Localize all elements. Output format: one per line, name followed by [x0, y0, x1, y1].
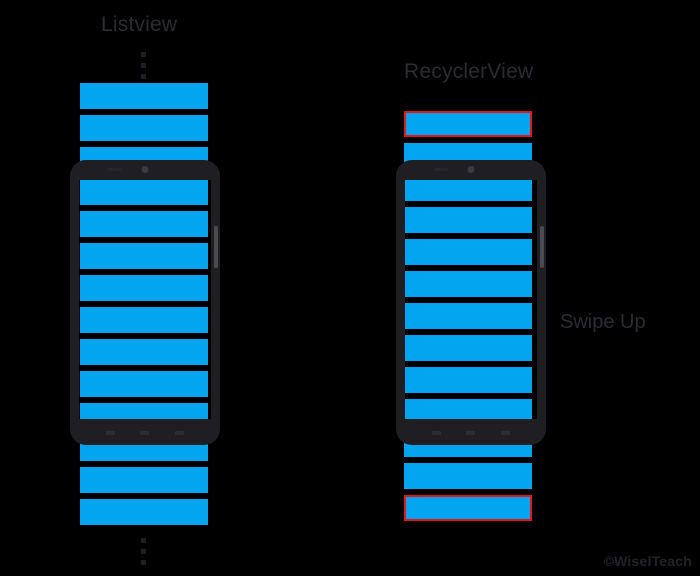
recyclerview-item[interactable]	[404, 335, 532, 361]
listview-title: Listview	[101, 13, 178, 36]
listview-item[interactable]	[80, 115, 208, 141]
recyclerview-item[interactable]	[404, 367, 532, 393]
listview-item[interactable]	[80, 339, 208, 365]
power-button-icon[interactable]	[214, 226, 218, 268]
recyclerview-item[interactable]	[404, 303, 532, 329]
listview-item[interactable]	[80, 275, 208, 301]
listview-item[interactable]	[80, 83, 208, 109]
listview-item[interactable]	[80, 307, 208, 333]
listview-item-column	[80, 83, 208, 531]
listview-item[interactable]	[80, 371, 208, 397]
recyclerview-item[interactable]	[404, 111, 532, 137]
listview-item[interactable]	[80, 147, 208, 173]
power-button-icon[interactable]	[540, 226, 544, 268]
listview-item[interactable]	[80, 403, 208, 429]
listview-item[interactable]	[80, 499, 208, 525]
recyclerview-item[interactable]	[404, 463, 532, 489]
recyclerview-item-column	[404, 111, 532, 527]
recyclerview-item[interactable]	[404, 495, 532, 521]
listview-item[interactable]	[80, 179, 208, 205]
recyclerview-item[interactable]	[404, 239, 532, 265]
listview-ellipsis-bottom-icon	[141, 538, 146, 565]
recyclerview-title: RecyclerView	[404, 60, 534, 83]
listview-item[interactable]	[80, 435, 208, 461]
listview-item[interactable]	[80, 243, 208, 269]
recyclerview-item[interactable]	[404, 399, 532, 425]
recyclerview-item[interactable]	[404, 143, 532, 169]
listview-item[interactable]	[80, 467, 208, 493]
recyclerview-item[interactable]	[404, 207, 532, 233]
swipe-up-label: Swipe Up	[560, 311, 646, 333]
listview-item[interactable]	[80, 211, 208, 237]
recyclerview-item[interactable]	[404, 271, 532, 297]
recyclerview-item[interactable]	[404, 431, 532, 457]
recyclerview-item[interactable]	[404, 175, 532, 201]
watermark: ©WiselTeach	[603, 553, 692, 569]
listview-ellipsis-top-icon	[141, 52, 146, 79]
